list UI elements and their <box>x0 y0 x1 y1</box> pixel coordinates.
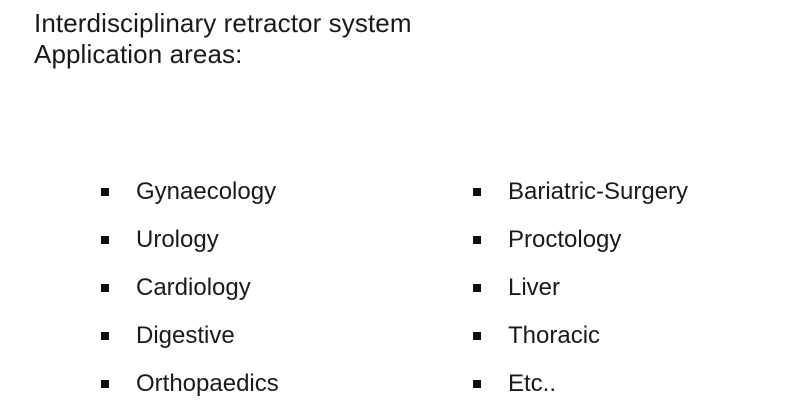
list-item-label: Gynaecology <box>136 178 277 205</box>
list-item-label: Orthopaedics <box>136 370 279 397</box>
bullet-icon <box>473 380 481 388</box>
list-item-label: Urology <box>136 226 219 253</box>
bullet-icon <box>473 284 481 292</box>
list-item: Gynaecology <box>101 168 279 216</box>
bullet-icon <box>101 236 109 244</box>
list-item: Thoracic <box>473 312 688 360</box>
list-item-label: Etc.. <box>508 370 557 397</box>
list-item-label: Digestive <box>136 322 235 349</box>
list-item-label: Bariatric-Surgery <box>508 178 689 205</box>
list-item-label: Liver <box>508 274 561 301</box>
heading-subtitle: Application areas: <box>34 39 243 69</box>
heading-title: Interdisciplinary retractor system <box>34 8 412 38</box>
list-item: Etc.. <box>473 360 688 408</box>
list-item: Orthopaedics <box>101 360 279 408</box>
list-item: Digestive <box>101 312 279 360</box>
list-item: Liver <box>473 264 688 312</box>
list-item: Proctology <box>473 216 688 264</box>
application-list-left: Gynaecology Urology Cardiology Digestive… <box>101 168 279 408</box>
bullet-icon <box>101 188 109 196</box>
bullet-icon <box>101 332 109 340</box>
list-item: Bariatric-Surgery <box>473 168 688 216</box>
list-item-label: Cardiology <box>136 274 251 301</box>
list-item-label: Thoracic <box>508 322 601 349</box>
list-item: Cardiology <box>101 264 279 312</box>
list-item: Urology <box>101 216 279 264</box>
bullet-icon <box>473 332 481 340</box>
application-list-right: Bariatric-Surgery Proctology Liver Thora… <box>473 168 688 408</box>
bullet-icon <box>473 236 481 244</box>
page-heading: Interdisciplinary retractor system Appli… <box>34 8 412 70</box>
bullet-icon <box>473 188 481 196</box>
list-item-label: Proctology <box>508 226 622 253</box>
bullet-icon <box>101 284 109 292</box>
bullet-icon <box>101 380 109 388</box>
